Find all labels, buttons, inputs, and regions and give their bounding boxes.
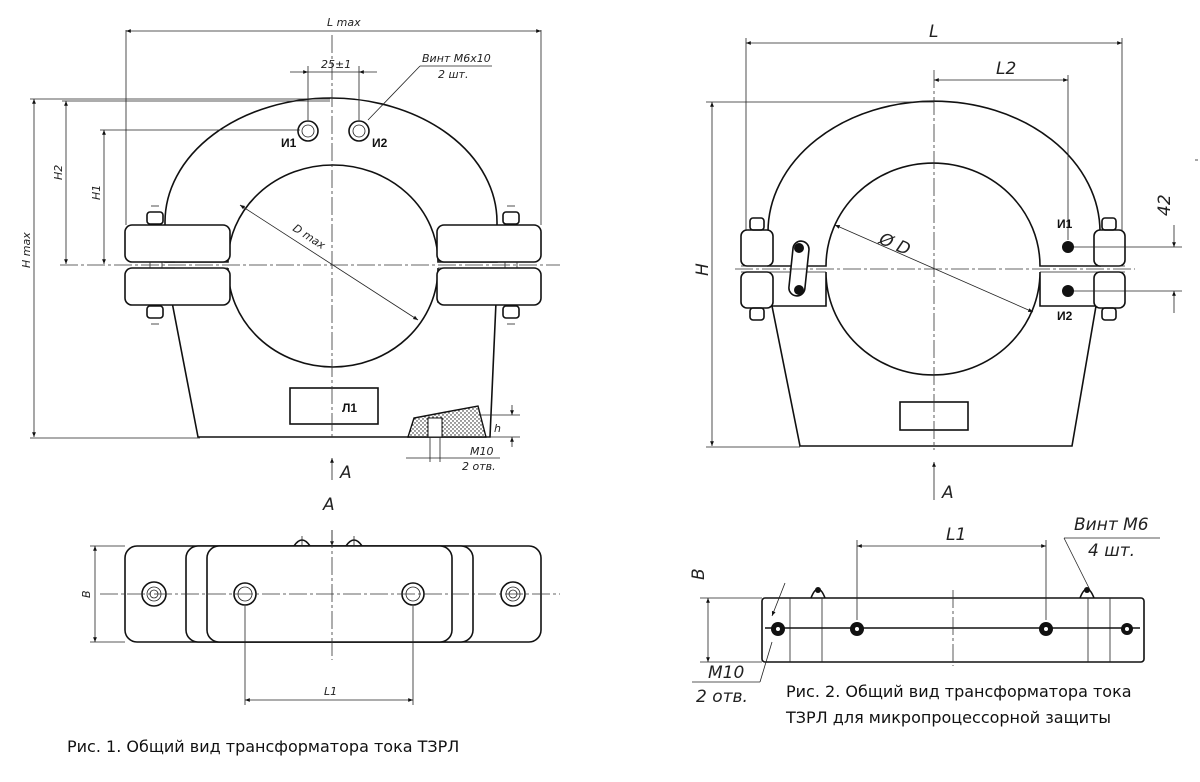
fig1-b-label: B <box>80 590 93 598</box>
fig1-spacing-label: 25±1 <box>321 58 351 71</box>
fig1-right-clamp-lower <box>436 267 542 306</box>
fig2-caption-line2: ТЗРЛ для микропроцессорной защиты <box>786 708 1112 727</box>
fig2-screw-label-2: 4 шт. <box>1088 541 1135 561</box>
fig1-terminal-2-hole <box>348 120 370 142</box>
fig2-hole-label-1: М10 <box>708 663 744 683</box>
fig1-right-clamp-upper <box>436 224 542 263</box>
fig2-caption-line1: Рис. 2. Общий вид трансформатора тока <box>786 682 1132 701</box>
fig1-screw-label-1: Винт М6х10 <box>422 52 491 65</box>
fig1-upper-half <box>164 97 498 263</box>
fig1-nameplate <box>289 387 379 425</box>
fig2-lower-body <box>771 271 1097 447</box>
fig2-l1-label: L1 <box>946 525 966 545</box>
fig1-l1-label: L1 <box>324 685 337 698</box>
fig1-hole-label-1: М10 <box>470 445 494 458</box>
fig1-terminal-1-hole <box>297 120 319 142</box>
fig1-h2-label: H2 <box>52 165 65 180</box>
fig1-h-label: h <box>494 422 501 435</box>
fig2-terminal-2-hole <box>1062 285 1074 297</box>
fig1-marking-label: Л1 <box>342 401 357 415</box>
fig2-l-label: L <box>929 22 938 42</box>
fig1-front-view: L max 25±1 Винт М6х10 2 шт. И1 И2 D max … <box>20 16 560 483</box>
fig1-h1-label: H1 <box>90 185 103 200</box>
fig2-terminal-1-hole <box>1062 241 1074 253</box>
fig2-h-label: H <box>693 263 713 276</box>
fig2-bottom-view: L1 B Винт М6 4 шт. М10 2 отв. <box>689 515 1160 707</box>
fig2-diameter-label: Ø D <box>875 229 913 260</box>
fig1-bottom-view: A B L1 <box>80 495 560 705</box>
fig2-upper-half <box>767 100 1101 267</box>
fig1-l-max-label: L max <box>327 16 361 29</box>
fig2-screw-label-1: Винт М6 <box>1074 515 1149 535</box>
fig1-d-max-label: D max <box>290 222 328 253</box>
fig1-view-a-top: A <box>339 463 352 483</box>
fig1-hole-label-2: 2 отв. <box>462 460 496 473</box>
fig1-caption: Рис. 1. Общий вид трансформатора тока ТЗ… <box>67 737 460 756</box>
fig1-h-max-label: H max <box>20 232 33 268</box>
fig2-terminal-2-label: И2 <box>1057 309 1073 323</box>
fig2-l2-label: L2 <box>996 59 1016 79</box>
fig1-screw-label-2: 2 шт. <box>438 68 468 81</box>
fig2-42-label: 42 <box>1155 194 1175 216</box>
fig1-terminal-2-label: И2 <box>372 136 388 150</box>
fig1-left-clamp-lower <box>124 267 231 306</box>
fig2-view-a-label: A <box>941 483 954 503</box>
fig2-front-view: L L2 Ø D H 42 И1 И2 A <box>693 22 1198 503</box>
fig2-b-label: B <box>689 568 709 580</box>
fig1-terminal-1-label: И1 <box>281 136 297 150</box>
fig2-terminal-1-label: И1 <box>1057 217 1073 231</box>
fig1-left-clamp-upper <box>124 224 231 263</box>
fig2-hole-label-2: 2 отв. <box>696 687 748 707</box>
fig1-view-a-bottom: A <box>322 495 335 515</box>
